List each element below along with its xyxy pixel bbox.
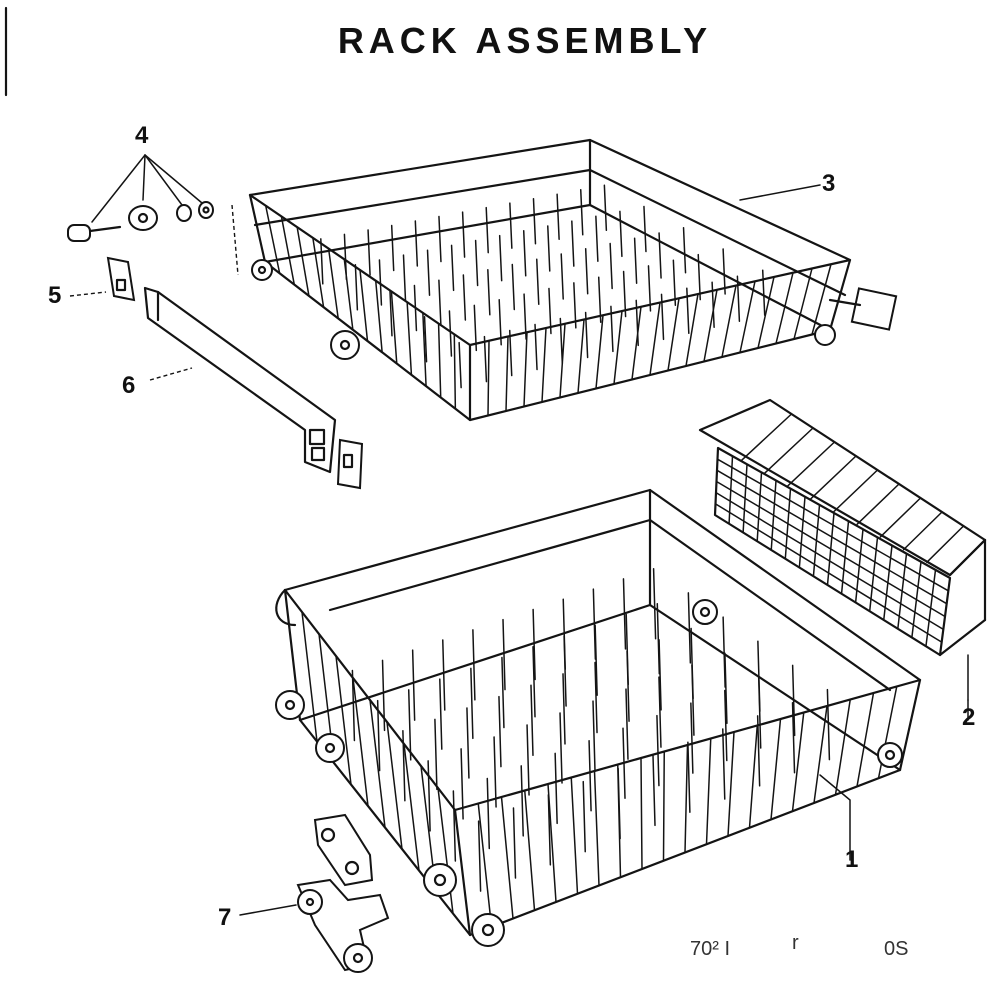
part-4-roller-hardware (67, 154, 239, 276)
part-5-clip (69, 256, 136, 302)
upper-rack (248, 138, 898, 422)
callout-2: 2 (962, 704, 976, 731)
leader-1 (819, 774, 851, 861)
leader-3 (739, 184, 821, 201)
diagram-title: RACK ASSEMBLY (337, 20, 713, 61)
footer-code-mid: r (792, 932, 799, 954)
callout-5: 5 (48, 282, 62, 309)
callout-3: 3 (822, 170, 836, 197)
callout-7: 7 (218, 904, 232, 931)
part-2-cutlery-basket (698, 398, 987, 701)
callout-4: 4 (135, 122, 149, 149)
callout-6: 6 (122, 372, 136, 399)
footer-code-left: 70² I (690, 938, 731, 960)
lower-rack (275, 488, 922, 947)
callout-1: 1 (845, 846, 859, 873)
part-7-roller-assembly (239, 813, 390, 973)
part-6-rail (143, 286, 364, 490)
footer-code-right: 0S (884, 938, 909, 960)
